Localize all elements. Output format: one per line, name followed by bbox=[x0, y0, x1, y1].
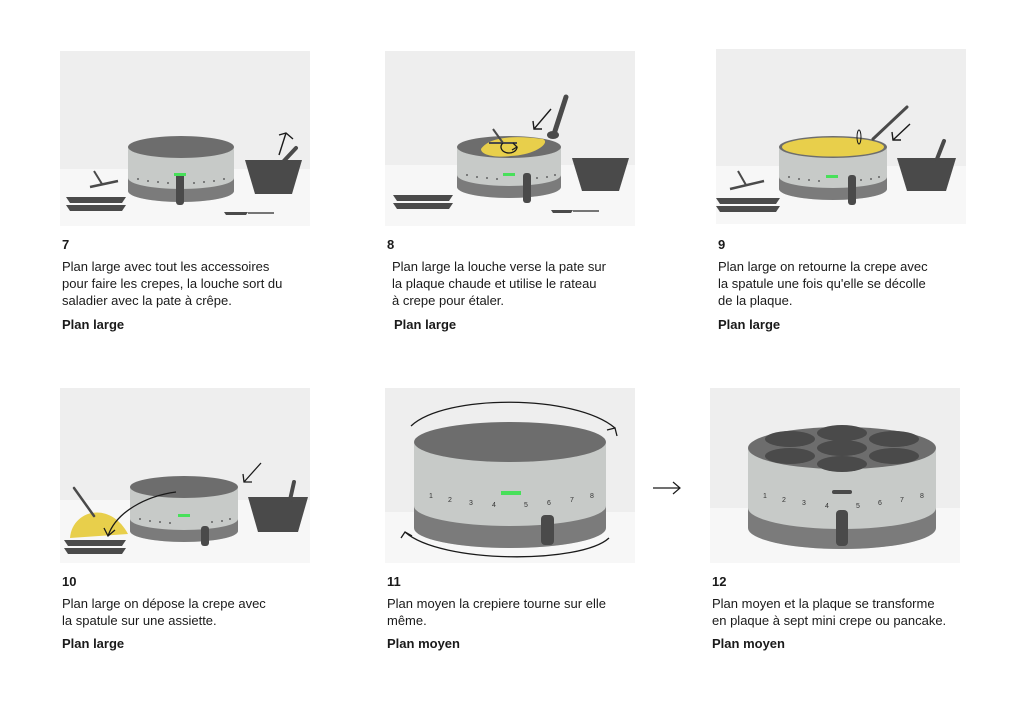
scene-rotating-crepe-maker: 1 2 3 4 5 6 7 8 bbox=[385, 388, 635, 563]
crepe-rake bbox=[729, 170, 765, 191]
shot-type: Plan large bbox=[62, 636, 125, 651]
spread-motion-icon bbox=[500, 142, 519, 154]
flip-arrow-icon bbox=[891, 123, 911, 141]
crepe-maker bbox=[128, 136, 234, 205]
dial-scale: 1 2 3 4 5 6 7 8 bbox=[763, 493, 924, 510]
svg-text:1: 1 bbox=[763, 493, 767, 500]
panel-description: Plan large avec tout les accessoires pou… bbox=[62, 259, 283, 308]
spatula bbox=[224, 212, 274, 215]
svg-text:3: 3 bbox=[469, 500, 473, 507]
svg-text:4: 4 bbox=[492, 502, 496, 509]
batter-bowl bbox=[572, 158, 629, 191]
svg-text:7: 7 bbox=[570, 497, 574, 504]
svg-text:4: 4 bbox=[825, 503, 829, 510]
svg-text:7: 7 bbox=[900, 497, 904, 504]
scene-placing-crepe-on-plate bbox=[60, 388, 310, 563]
panel-number: 7 bbox=[62, 237, 70, 252]
svg-text:6: 6 bbox=[547, 500, 551, 507]
dial-scale: 1 2 3 4 5 6 7 8 bbox=[429, 493, 594, 509]
scene-mini-crepe-plate: 1 2 3 4 5 6 7 8 bbox=[710, 388, 960, 563]
panel-number: 8 bbox=[387, 237, 395, 252]
panel-number: 9 bbox=[718, 237, 726, 252]
panel-description: Plan large on retourne la crepe avec la … bbox=[718, 259, 928, 308]
svg-text:3: 3 bbox=[802, 500, 806, 507]
svg-text:6: 6 bbox=[878, 500, 882, 507]
panel-number: 12 bbox=[712, 574, 727, 589]
svg-text:5: 5 bbox=[856, 503, 860, 510]
batter-bowl bbox=[245, 146, 302, 194]
spatula bbox=[551, 210, 599, 213]
scene-ladle-pours-batter bbox=[385, 51, 635, 226]
transfer-arrow-icon bbox=[103, 462, 262, 538]
scene-wide-crepe-maker-accessories bbox=[60, 51, 310, 226]
scene-flipping-crepe bbox=[716, 49, 966, 224]
plate-stack bbox=[64, 540, 126, 554]
plate-stack bbox=[393, 195, 453, 209]
plate-stack bbox=[66, 197, 126, 211]
panel-description: Plan moyen la crepiere tourne sur elle m… bbox=[387, 596, 606, 628]
svg-text:8: 8 bbox=[590, 493, 594, 500]
crepe-maker bbox=[779, 136, 887, 205]
shot-type: Plan large bbox=[394, 317, 457, 332]
shot-type: Plan large bbox=[718, 317, 781, 332]
crepe-rake bbox=[89, 170, 119, 189]
panel-number: 10 bbox=[62, 574, 77, 589]
ladle bbox=[547, 94, 569, 139]
panel-number: 11 bbox=[387, 574, 401, 589]
svg-text:2: 2 bbox=[448, 497, 452, 504]
shot-type: Plan large bbox=[62, 317, 125, 332]
panel-description: Plan large on dépose la crepe avec la sp… bbox=[62, 596, 266, 628]
crepe-maker bbox=[130, 476, 238, 546]
plate-stack bbox=[716, 198, 780, 212]
svg-text:2: 2 bbox=[782, 497, 786, 504]
pour-arrow-icon bbox=[532, 108, 552, 130]
shot-type: Plan moyen bbox=[387, 636, 460, 651]
spatula bbox=[856, 105, 909, 145]
panel-description: Plan moyen et la plaque se transforme en… bbox=[712, 596, 947, 628]
mini-crepe-wells bbox=[765, 425, 919, 472]
lift-arrow-icon bbox=[278, 132, 294, 156]
shot-type: Plan moyen bbox=[712, 636, 785, 651]
rotation-arrows-icon bbox=[400, 401, 618, 558]
svg-text:8: 8 bbox=[920, 493, 924, 500]
crepe-maker bbox=[414, 422, 606, 548]
batter-bowl bbox=[897, 139, 956, 191]
next-panel-arrow-icon bbox=[653, 481, 681, 495]
batter-bowl bbox=[248, 480, 308, 532]
svg-text:1: 1 bbox=[429, 493, 433, 500]
panel-description: Plan large la louche verse la pate sur l… bbox=[392, 259, 606, 308]
svg-text:5: 5 bbox=[524, 502, 528, 509]
